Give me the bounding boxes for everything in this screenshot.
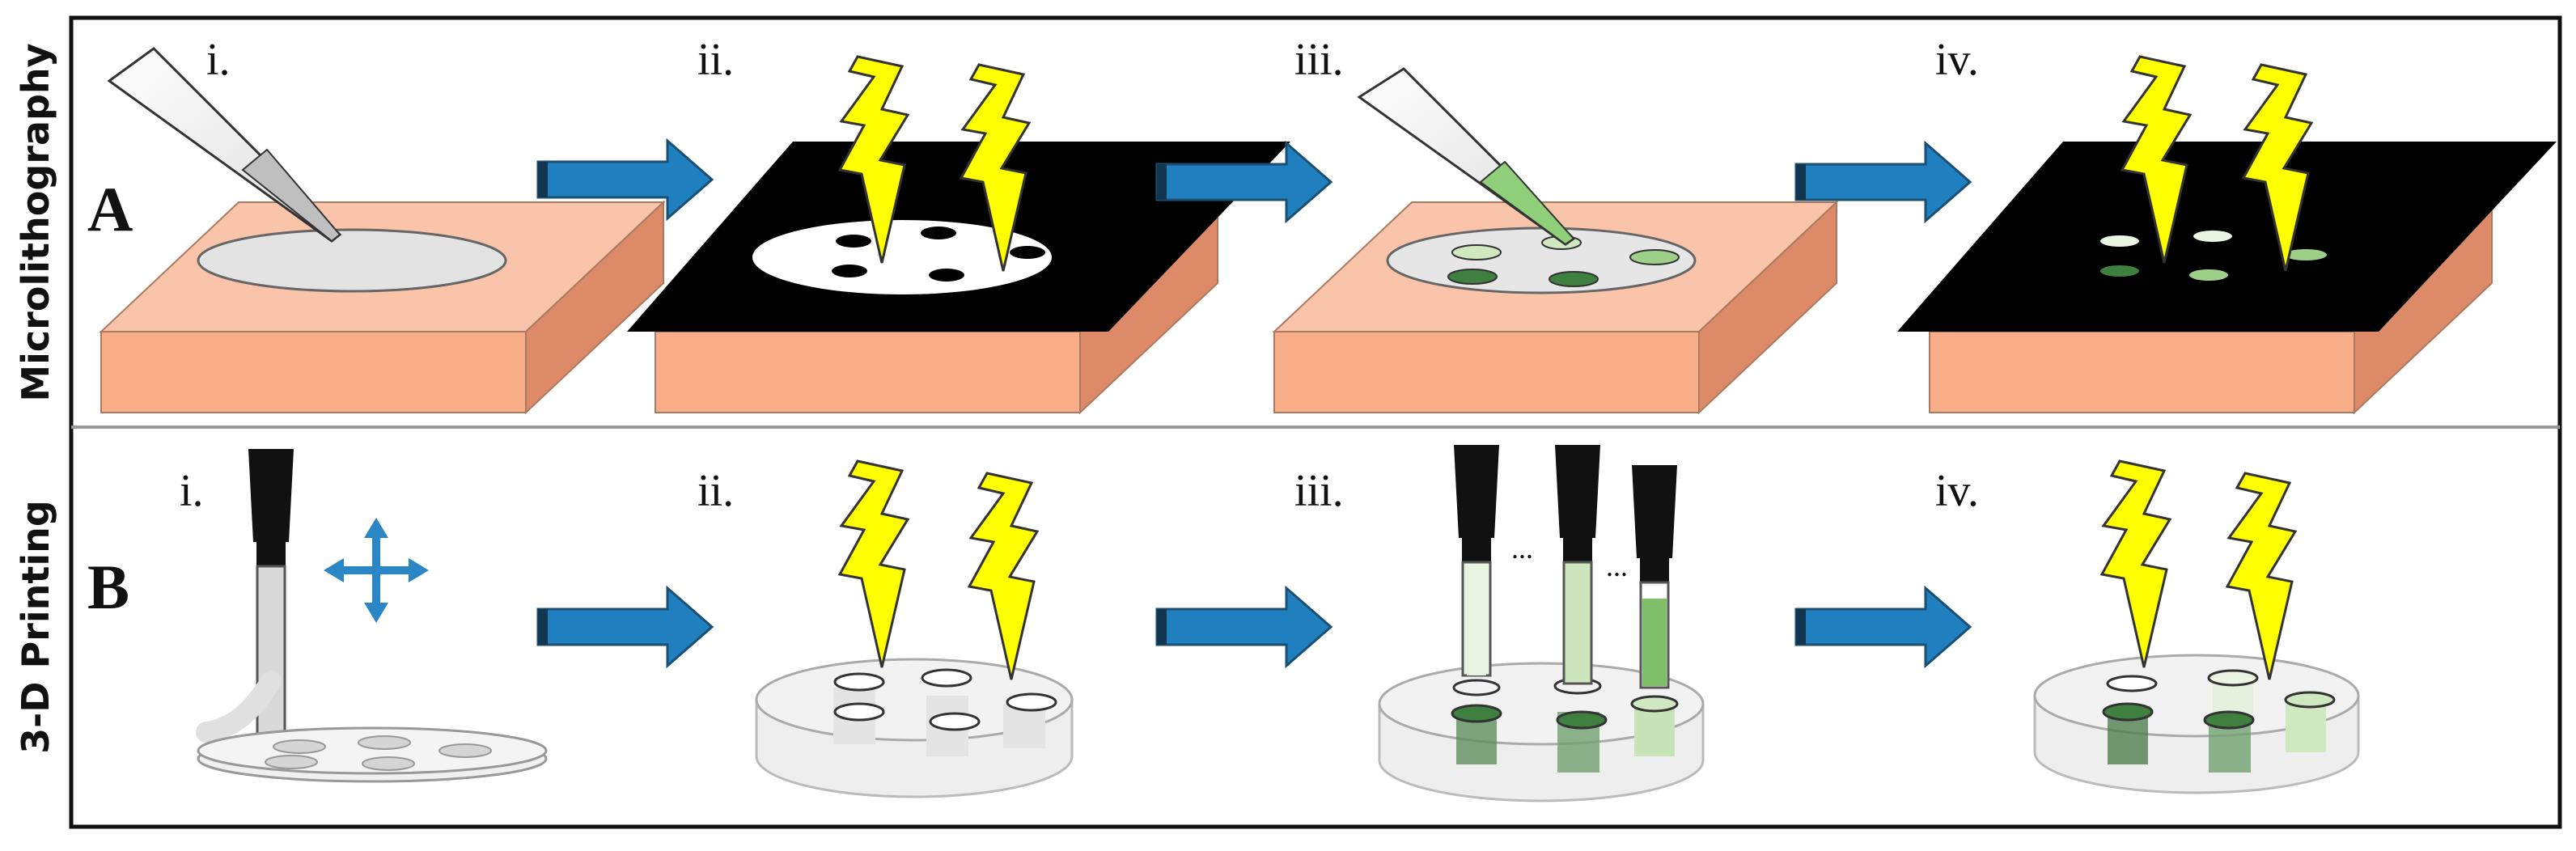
lightning-icon <box>2226 472 2297 681</box>
cured-wells <box>2102 669 2336 730</box>
filled-wells <box>1451 677 1679 730</box>
lightning-icon <box>2100 459 2171 669</box>
empty-wells <box>833 668 1057 731</box>
print-nozzle-icon <box>1555 445 1600 685</box>
row-a-title: Microlithography <box>14 43 57 401</box>
petri-dish-icon <box>2033 654 2360 794</box>
petri-dish-icon <box>755 658 1074 798</box>
row-a-step-1 <box>99 47 666 415</box>
move-arrows-icon <box>324 518 429 623</box>
lightning-icon <box>838 459 909 669</box>
filled-wells <box>1447 235 1680 287</box>
panel-letter-b: B <box>87 552 129 622</box>
row-b-step-3: ... ... <box>1378 445 1705 802</box>
arrow-right-icon <box>1155 586 1332 667</box>
row-b-step-2 <box>755 459 1074 798</box>
ellipsis-2: ... <box>1606 550 1628 582</box>
ellipsis-1: ... <box>1511 532 1533 565</box>
exposed-gel <box>752 220 1052 294</box>
row-a-step-2-label: ii. <box>697 35 734 85</box>
gel-disk <box>197 228 507 293</box>
row-a-step-4-label: iv. <box>1935 35 1979 85</box>
panel-letter-a: A <box>87 174 133 244</box>
outer-frame <box>69 15 2562 829</box>
extruded-filament <box>196 671 282 743</box>
row-b-step-1 <box>196 449 548 783</box>
row-a-step-3-label: iii. <box>1294 35 1344 85</box>
row-b-step-4 <box>2033 459 2360 794</box>
exposed-wells <box>2100 231 2327 281</box>
print-nozzle-icon <box>248 449 294 762</box>
row-a-step-1-label: i. <box>206 35 231 85</box>
arrow-right-icon <box>1794 586 1972 667</box>
arrow-right-icon <box>536 586 714 667</box>
print-nozzle-icon <box>1632 465 1677 689</box>
row-b-step-3-label: iii. <box>1294 466 1344 516</box>
row-b-title: 3-D Printing <box>14 500 57 754</box>
row-b-step-4-label: iv. <box>1935 466 1979 516</box>
row-a-step-3 <box>1272 67 1839 415</box>
pipette-icon <box>107 47 342 243</box>
petri-dish-icon <box>197 726 548 783</box>
row-b-step-2-label: ii. <box>697 466 734 516</box>
lightning-icon <box>968 472 1039 681</box>
row-a-step-4 <box>1897 55 2557 415</box>
row-a-step-2 <box>627 55 1290 415</box>
pipette-icon <box>1357 67 1576 246</box>
print-nozzle-icon <box>1454 445 1499 677</box>
row-b-step-1-label: i. <box>180 466 204 516</box>
mask-holes <box>832 227 1045 282</box>
